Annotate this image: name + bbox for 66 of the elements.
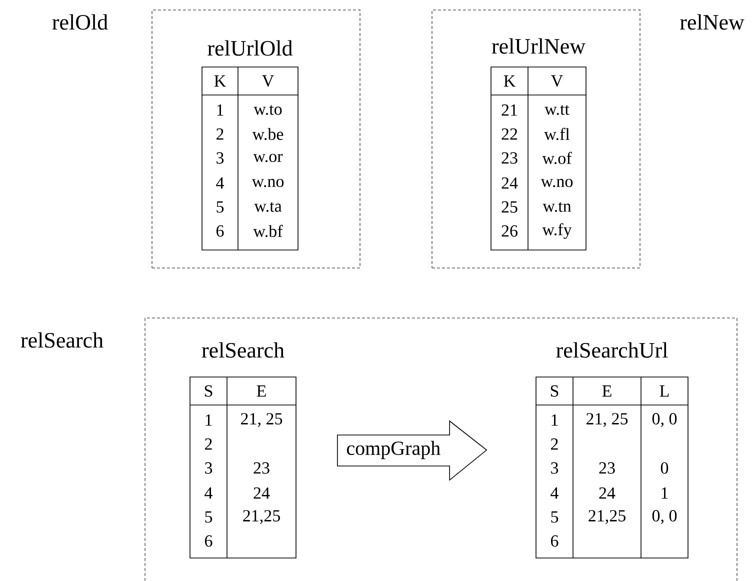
table-cell: w.to [254, 105, 282, 115]
table-heading: relSearchUrl [556, 342, 668, 358]
table-cell: 5 [216, 201, 224, 213]
table-cell: 1 [552, 414, 558, 426]
table-heading: relSearch [202, 342, 284, 358]
table-cell: w.of [542, 152, 572, 164]
table-cell: 2 [205, 438, 212, 450]
table-cell: 5 [551, 511, 558, 523]
table-cell: 23 [502, 152, 518, 164]
table-cell: V [262, 75, 274, 87]
table-cell: 6 [205, 535, 212, 547]
table-cell: 23 [599, 462, 615, 474]
table-cell: K [504, 75, 516, 87]
table-cell: 5 [205, 511, 212, 523]
table-cell: 4 [204, 487, 212, 499]
table-cell: 21,25 [588, 510, 626, 524]
group-label: relNew [680, 14, 744, 30]
table-cell: 4 [216, 177, 224, 189]
table-cell: 3 [551, 462, 558, 474]
table-cell: 3 [205, 462, 212, 474]
table-cell: 24 [502, 177, 518, 189]
table-heading: relUrlNew [492, 38, 586, 54]
table-cell: 1 [662, 487, 668, 499]
table-cell: V [551, 75, 563, 87]
table-cell: 6 [551, 535, 558, 547]
table-cell: w.bf [253, 224, 283, 238]
table-cell: 3 [216, 152, 224, 164]
table-cell: E [256, 385, 266, 397]
table-cell: 1 [206, 414, 212, 426]
table-cell: 24 [599, 487, 616, 499]
table-cell: w.or [253, 154, 283, 162]
table-cell: w.no [252, 178, 284, 188]
table-cell: 6 [216, 225, 224, 237]
table-cell: 23 [254, 462, 270, 474]
table-cell: w.fl [544, 128, 570, 140]
table-heading: relUrlOld [208, 40, 292, 56]
table-cell: 22 [502, 128, 518, 140]
group-label: relSearch [20, 332, 104, 348]
table-cell: 21 [502, 104, 517, 116]
table-cell: 21,25 [243, 510, 280, 524]
table-cell: 2 [551, 438, 558, 450]
table-cell: w.tt [544, 105, 570, 115]
block-arrow [337, 420, 488, 481]
table-cell: 4 [550, 487, 558, 499]
group-label: relOld [52, 14, 108, 30]
table-cell: w.be [252, 128, 284, 140]
table-cell: 21, 25 [241, 413, 282, 427]
table-cell: K [214, 75, 226, 87]
table-cell: 0, 0 [652, 510, 677, 524]
table-cell: 0 [660, 462, 668, 474]
edge-label: compGraph [346, 440, 440, 460]
table-cell: w.no [540, 178, 573, 188]
table-cell: w.ta [254, 202, 282, 212]
table-cell: 26 [502, 225, 518, 237]
table-cell: L [660, 385, 669, 397]
table-cell: w.fy [542, 223, 572, 239]
table-cell: 25 [502, 201, 518, 213]
table-cell: 2 [216, 128, 224, 140]
table-cell: 0, 0 [652, 413, 677, 427]
table-cell: 21, 25 [586, 413, 628, 427]
table-cell: 24 [254, 487, 270, 499]
table-cell: 1 [217, 104, 224, 116]
table-cell: S [204, 385, 212, 397]
table-cell: S [550, 385, 558, 397]
table-cell: E [602, 385, 612, 397]
table-cell: w.tn [542, 202, 572, 212]
